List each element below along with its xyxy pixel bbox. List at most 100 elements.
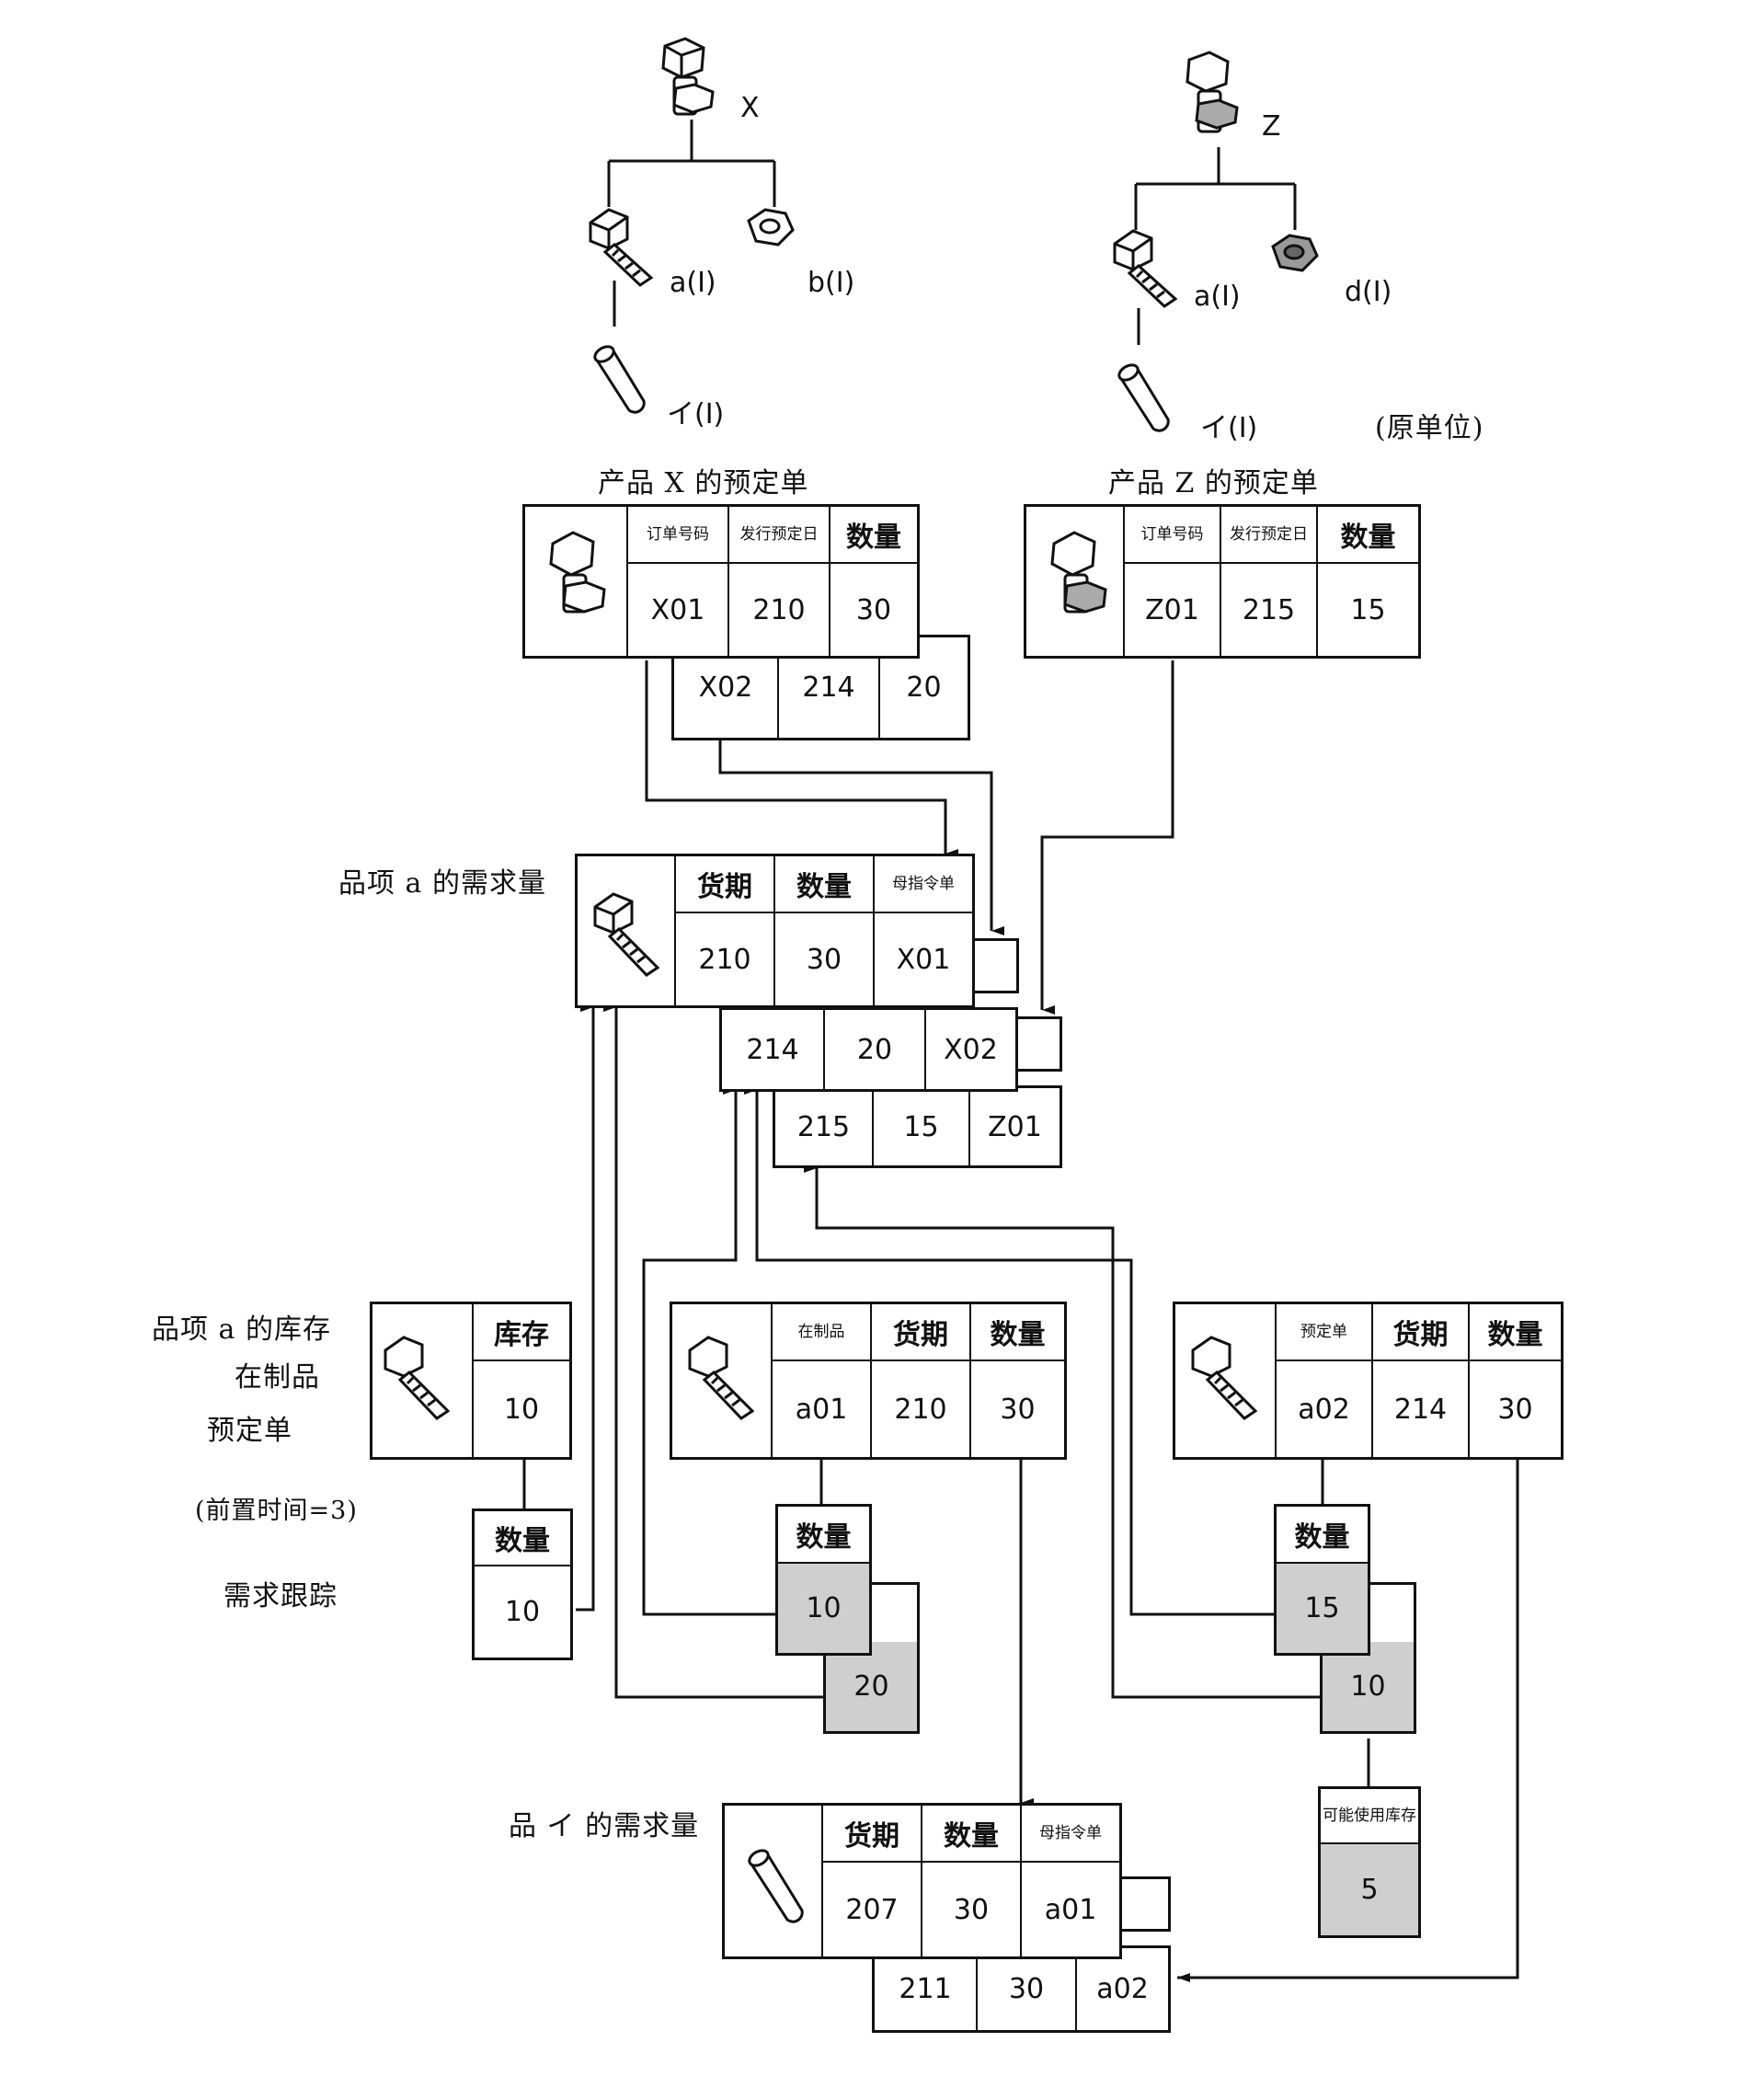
- pin-icon: [1117, 363, 1170, 432]
- quantity: 20: [878, 637, 968, 738]
- due-date: 214: [1371, 1361, 1468, 1457]
- stock-table: 库存 10: [370, 1302, 572, 1460]
- issue-date: 215: [1220, 564, 1316, 656]
- order-number: Z01: [1123, 564, 1220, 656]
- demand-i-table: 货期 数量 母指令单 207 30 a01: [722, 1803, 1122, 1959]
- available-stock-box: 可能使用库存 5: [1318, 1786, 1421, 1938]
- parent-order: X02: [924, 1010, 1015, 1089]
- header-due-date: 货期: [821, 1806, 921, 1863]
- header-quantity: 数量: [1316, 507, 1418, 564]
- bolt-nut-assembly-icon: [549, 531, 606, 614]
- pin-icon: [593, 345, 646, 414]
- header-quantity: 数量: [1277, 1507, 1368, 1564]
- header-quantity: 数量: [778, 1507, 869, 1564]
- planned-label: 预定单: [207, 1415, 292, 1447]
- demand-a-table: 货期 数量 母指令单 210 30 X01: [575, 854, 975, 1008]
- wip-qty-box: 数量 10: [775, 1504, 872, 1656]
- order-number: X02: [698, 671, 753, 704]
- tree-x-i-label: イ(I): [667, 398, 725, 430]
- header-quantity: 数量: [1468, 1304, 1561, 1361]
- lead-time-label: (前置时间=3): [195, 1497, 358, 1525]
- wip-order: a01: [771, 1361, 870, 1457]
- pin-icon: [748, 1849, 804, 1923]
- product-x-order-table: 订单号码 发行预定日 数量 X01 210 30: [522, 504, 920, 659]
- bolt-icon: [688, 1336, 755, 1420]
- header-quantity: 数量: [773, 856, 873, 913]
- wip-table: 在制品 货期 数量 a01 210 30: [670, 1302, 1067, 1460]
- product-z-order-table: 订单号码 发行预定日 数量 Z01 215 15: [1024, 504, 1421, 659]
- available-value: 5: [1321, 1844, 1418, 1935]
- quantity: 20: [823, 1010, 924, 1089]
- planned-qty-box: 数量 15: [1274, 1504, 1370, 1656]
- bolt-icon: [1113, 229, 1178, 308]
- quantity: 30: [969, 1361, 1064, 1457]
- header-order-number: 订单号码: [626, 507, 727, 564]
- quantity: 30: [921, 1863, 1020, 1956]
- bolt-icon: [1191, 1336, 1258, 1420]
- nut-icon: [1271, 234, 1319, 272]
- due-date: 207: [821, 1863, 921, 1956]
- tree-z-a-label: a(I): [1194, 281, 1241, 313]
- tree-z-i-label: イ(I): [1200, 412, 1258, 444]
- tree-x-root-label: X: [740, 92, 760, 124]
- quantity: 30: [829, 564, 917, 656]
- due-date: 215: [796, 1110, 851, 1143]
- parent-order: a01: [1020, 1863, 1119, 1956]
- quantity: 15: [1316, 564, 1418, 656]
- nut-icon: [747, 208, 795, 247]
- wip-label: 在制品: [235, 1361, 320, 1394]
- header-quantity: 数量: [969, 1304, 1064, 1361]
- due-date: 210: [674, 913, 773, 1005]
- due-date: 211: [899, 1973, 952, 2005]
- parent-order: Z01: [968, 1088, 1060, 1165]
- demand-a-tab-z01: [1014, 1016, 1062, 1072]
- header-parent-order: 母指令单: [873, 856, 972, 913]
- stock-qty-box: 数量 10: [472, 1509, 573, 1660]
- issue-date: 214: [777, 637, 878, 738]
- header-issue-date: 发行预定日: [727, 507, 829, 564]
- header-due-date: 货期: [1371, 1304, 1468, 1361]
- bolt-icon: [593, 892, 660, 977]
- due-date: 210: [870, 1361, 969, 1457]
- due-date: 214: [746, 1033, 799, 1066]
- product-x-title: 产品 X 的预定单: [598, 467, 809, 499]
- parent-order: a02: [1075, 1948, 1168, 2030]
- bolt-icon: [384, 1336, 451, 1420]
- header-parent-order: 母指令单: [1020, 1806, 1119, 1863]
- header-stock: 库存: [472, 1304, 569, 1361]
- order-number: X01: [626, 564, 727, 656]
- stock-value: 10: [472, 1361, 569, 1457]
- bolt-nut-assembly-icon: [1050, 531, 1107, 614]
- planned-order-id: a02: [1275, 1361, 1371, 1457]
- quantity-value: 10: [504, 1596, 541, 1628]
- header-issue-date: 发行预定日: [1220, 507, 1316, 564]
- tree-z-d-label: d(I): [1345, 276, 1392, 308]
- header-quantity: 数量: [829, 507, 917, 564]
- quantity: 30: [1468, 1361, 1561, 1457]
- demand-a-row-x02: 214 20 X02: [719, 1007, 1018, 1092]
- product-z-title: 产品 Z 的预定单: [1108, 467, 1319, 499]
- unit-note: (原单位): [1375, 412, 1484, 444]
- header-planned-order: 预定单: [1275, 1304, 1371, 1361]
- header-due-date: 货期: [674, 856, 773, 913]
- header-due-date: 货期: [870, 1304, 969, 1361]
- demand-a-row-z01: 215 15 Z01: [773, 1085, 1062, 1168]
- quantity-value: 10: [1323, 1642, 1414, 1731]
- parent-order: X01: [873, 913, 972, 1005]
- header-quantity: 数量: [921, 1806, 1020, 1863]
- quantity-value: 20: [826, 1642, 917, 1731]
- quantity-value: 15: [1277, 1564, 1368, 1653]
- planned-order-table: 预定单 货期 数量 a02 214 30: [1173, 1302, 1564, 1460]
- header-quantity: 数量: [475, 1511, 570, 1566]
- bolt-icon: [589, 208, 654, 287]
- demand-i-title: 品 イ 的需求量: [509, 1810, 700, 1842]
- inventory-label: 品项 a 的库存: [152, 1314, 331, 1346]
- bolt-nut-assembly-icon: [1186, 51, 1239, 133]
- tracking-label: 需求跟踪: [223, 1580, 338, 1612]
- demand-a-title: 品项 a 的需求量: [338, 867, 546, 900]
- demand-i-tab-a02: [1113, 1876, 1171, 1932]
- header-available-stock: 可能使用库存: [1321, 1789, 1418, 1844]
- quantity: 30: [773, 913, 873, 1005]
- tree-z-root-label: Z: [1262, 110, 1281, 143]
